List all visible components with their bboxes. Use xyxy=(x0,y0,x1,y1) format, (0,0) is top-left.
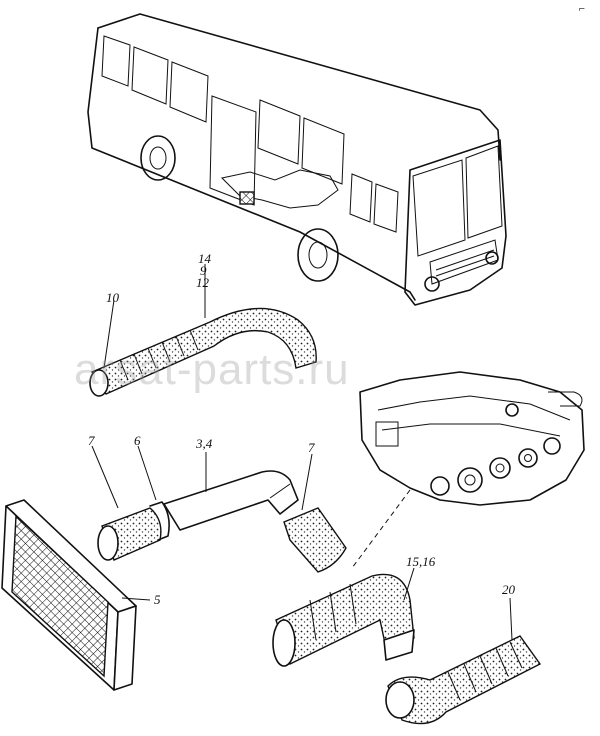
bus-front-windshield xyxy=(412,145,503,257)
hose-15-16-end xyxy=(272,619,296,667)
bus-side-windows xyxy=(101,35,399,233)
hose-9-12-14 xyxy=(90,307,317,395)
leader-6 xyxy=(137,445,157,501)
hose-20-end xyxy=(385,681,415,719)
bus-headlight-right xyxy=(485,251,499,265)
callout-9: 9 xyxy=(200,263,207,278)
callout-7-right: 7 xyxy=(308,440,315,455)
bus-door-cutaway xyxy=(209,95,257,206)
bus-rear-wheel xyxy=(140,135,176,181)
leader-7-right xyxy=(301,453,313,511)
callout-15-16: 15,16 xyxy=(406,554,436,569)
engine-block xyxy=(359,371,585,506)
filter-mesh xyxy=(11,514,109,678)
engine-pulleys xyxy=(430,437,561,496)
bus-front xyxy=(404,139,507,306)
callout-6: 6 xyxy=(134,433,141,448)
callout-12: 12 xyxy=(196,275,210,290)
callout-10: 10 xyxy=(106,290,120,305)
engine-pipe xyxy=(548,391,583,407)
engine-filter-housing xyxy=(375,421,399,447)
bus-front-wheel xyxy=(297,228,339,282)
intake-hose-upper xyxy=(89,307,317,397)
watermark: arsat-parts.ru xyxy=(74,345,350,394)
callout-14: 14 xyxy=(198,251,212,266)
clamp-6 xyxy=(149,501,170,541)
bus-body-side xyxy=(87,27,416,301)
callout-7-left: 7 xyxy=(88,433,95,448)
leader-20 xyxy=(509,597,513,641)
sleeve-7-left-end xyxy=(97,525,119,561)
engine-assembly xyxy=(359,371,585,506)
hose-10-end xyxy=(89,369,109,397)
bus-interior-filter xyxy=(239,191,255,205)
duct-3-4 xyxy=(163,470,299,531)
hose-20 xyxy=(385,635,542,725)
hose-15-16-flange xyxy=(383,629,415,661)
leader-5 xyxy=(121,597,151,601)
hose-ribs xyxy=(119,329,199,381)
callout-5: 5 xyxy=(154,592,161,607)
corner-mark: ⌐ xyxy=(578,3,585,15)
leader-15-16 xyxy=(403,567,415,601)
intake-duct-assembly xyxy=(97,470,347,573)
hose-15-16 xyxy=(272,573,415,667)
air-filter-panel-5 xyxy=(1,499,137,691)
engine-cap xyxy=(505,403,519,417)
sleeve-7-right xyxy=(283,507,347,573)
callout-20: 20 xyxy=(502,582,516,597)
bus-headlight-left xyxy=(424,276,440,292)
leader-10 xyxy=(103,299,115,369)
bus-illustration xyxy=(87,13,507,306)
callout-3-4: 3,4 xyxy=(195,436,213,451)
leader-7-left xyxy=(91,445,119,509)
dashed-connection-line xyxy=(351,489,411,569)
